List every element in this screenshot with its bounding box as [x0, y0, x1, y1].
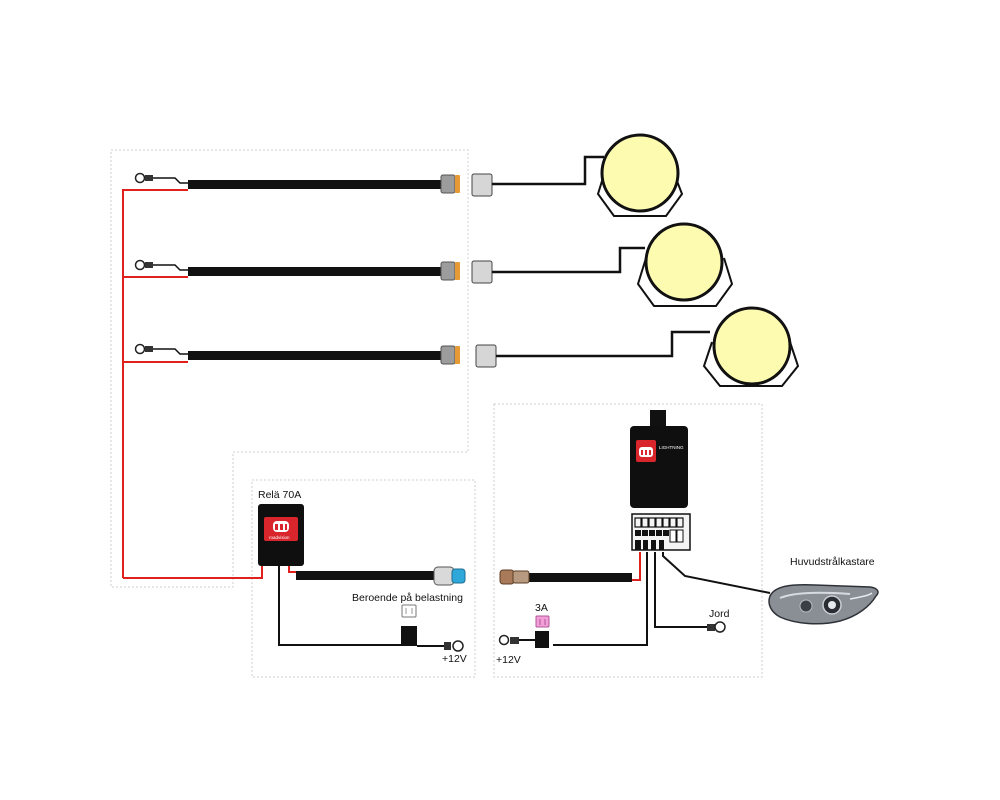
load-dependent-label: Beroende på belastning: [352, 592, 463, 604]
ring-terminal-icon: [134, 172, 153, 184]
relay-section: Relä 70A roadvision Beroende på belastni…: [258, 489, 467, 665]
connector-plug: [440, 261, 456, 281]
connector-seal: [455, 175, 460, 193]
relay-feed-wire: [278, 566, 403, 646]
lamp-branch-1: [134, 133, 684, 217]
connector-plug: [440, 174, 456, 194]
plus12v-left-label: +12V: [442, 653, 467, 665]
fuse-holder: [535, 631, 549, 648]
controller-brand-text: LIGHTNING: [659, 445, 684, 450]
ground-wire: [152, 348, 188, 355]
lamp-lens: [600, 133, 680, 213]
relay-output-cable: [296, 571, 436, 580]
waterproof-connector: [433, 566, 466, 586]
lamp-lens: [644, 222, 724, 302]
ground-wire: [152, 177, 188, 184]
ring-terminal-icon: [498, 634, 519, 646]
plus12v-right-label: +12V: [496, 654, 521, 666]
terminal-block: [631, 513, 691, 551]
harness-cable: [188, 180, 442, 189]
relay-70a: roadvision: [258, 504, 304, 566]
harness-cable: [188, 267, 442, 276]
controller-box-outline: [493, 403, 763, 678]
lamp-2: [636, 222, 734, 307]
ring-terminal-icon: [134, 343, 153, 355]
relay-label: Relä 70A: [258, 489, 301, 501]
blade-fuse-icon: [401, 604, 417, 618]
headlight-icon: [768, 584, 879, 625]
connector-socket: [471, 260, 493, 284]
relay-output-wire: [288, 564, 298, 573]
lamp-wire: [492, 246, 645, 274]
mount-tab: [650, 410, 666, 430]
lamp-1: [596, 133, 684, 217]
connector-socket: [471, 173, 493, 197]
lamp-branch-3: [134, 306, 800, 387]
controller-cable: [528, 573, 632, 582]
lightning-controller: LIGHTNING: [630, 410, 691, 551]
brand-logo-icon: [273, 521, 289, 532]
controller-red-wire: [630, 552, 641, 581]
controller-section: LIGHTNING: [496, 410, 879, 666]
connector-plug: [440, 345, 456, 365]
controller-wires: [553, 552, 771, 646]
lamp-branch-2: [134, 222, 734, 307]
brand-logo-icon: [639, 447, 653, 457]
connector-seal: [455, 346, 460, 364]
harness-cable: [188, 351, 442, 360]
ground-label: Jord: [709, 608, 730, 620]
lamp-3: [702, 306, 800, 387]
ring-terminal-icon: [444, 640, 464, 652]
lamp-wire: [492, 155, 604, 186]
fuse-holder: [401, 626, 417, 646]
lamp-lens: [712, 306, 792, 386]
connector-seal: [455, 262, 460, 280]
relay-brand-text: roadvision: [269, 535, 290, 540]
ring-terminal-icon: [707, 621, 726, 633]
connector-socket: [475, 344, 497, 368]
red-power-bus: [122, 189, 263, 579]
ground-wire: [152, 264, 188, 271]
ring-terminal-icon: [134, 259, 153, 271]
blade-fuse-icon: [535, 615, 550, 628]
fuse-3a-label: 3A: [535, 602, 548, 614]
headlight-label: Huvudstrålkastare: [790, 556, 875, 568]
lamp-wire: [496, 330, 710, 358]
connector-plug: [499, 569, 530, 585]
lamp-harness-outline: [110, 149, 469, 588]
